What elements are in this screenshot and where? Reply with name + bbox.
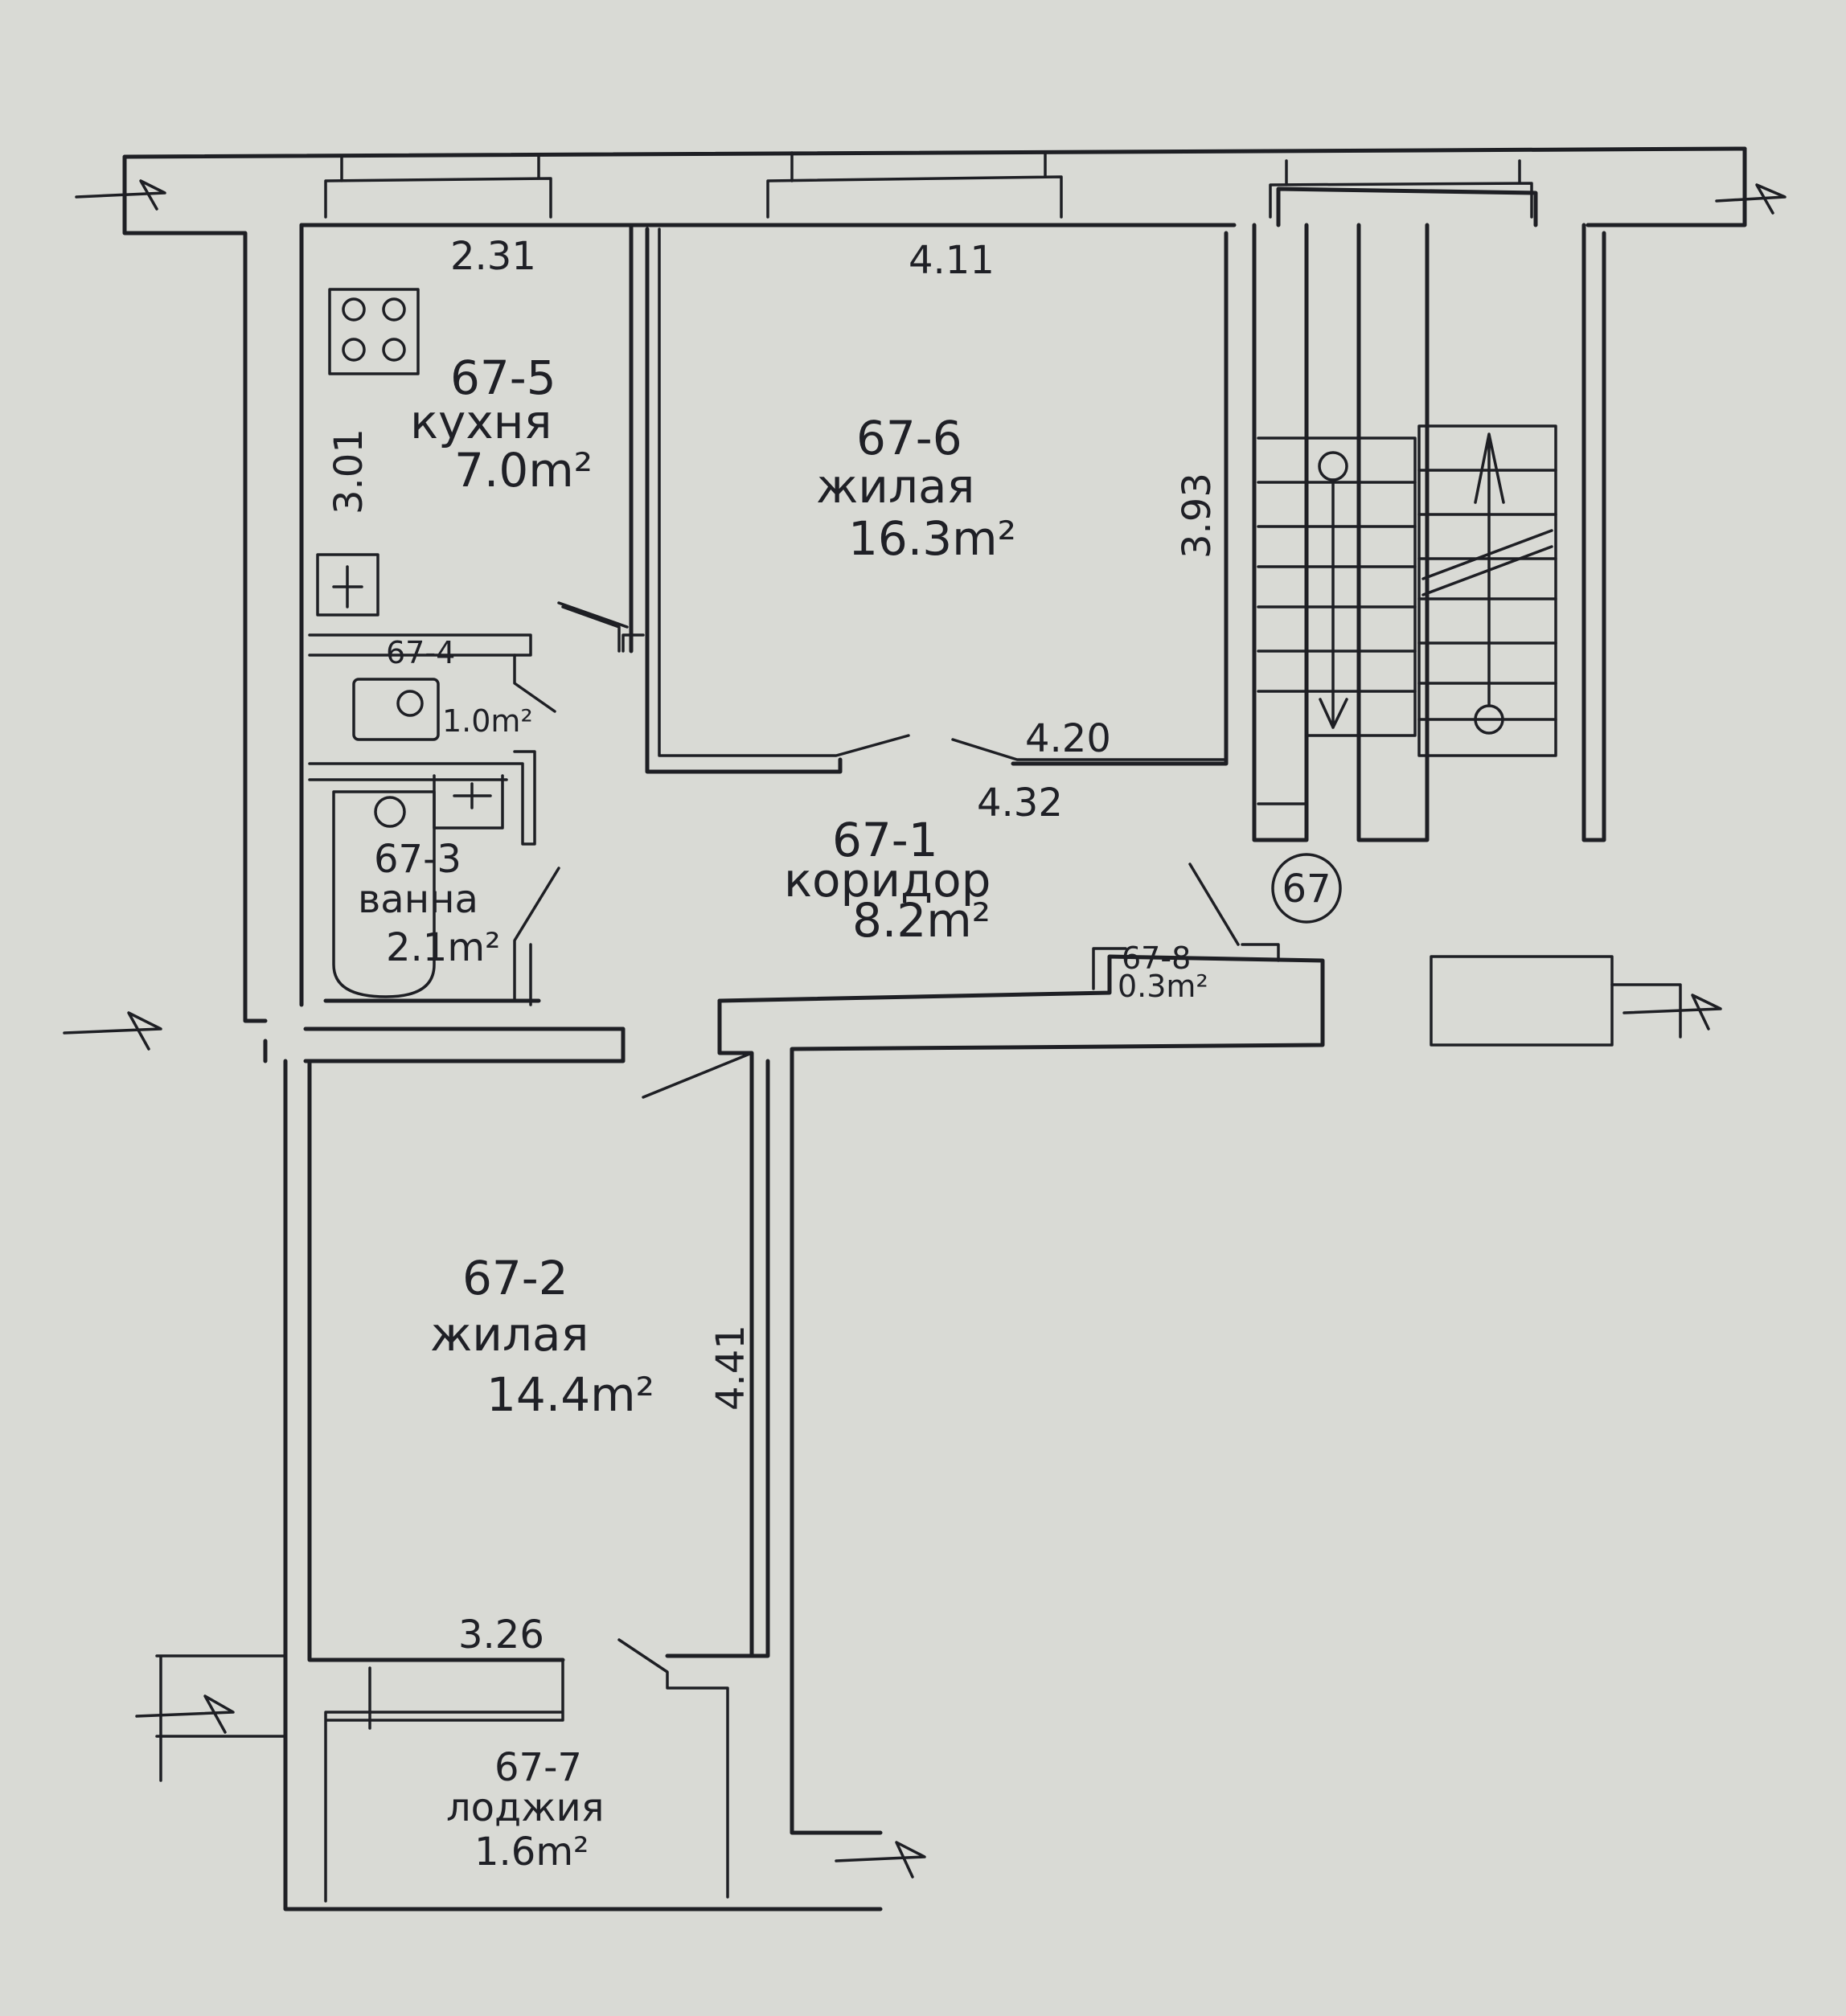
dim-bedroom-depth: 4.41	[708, 1325, 753, 1411]
dim-kitchen-width: 2.31	[450, 234, 536, 279]
staircase	[1257, 424, 1682, 1047]
outer-wall-top	[122, 146, 1747, 1023]
room-area-living: 16.3m²	[848, 511, 1016, 566]
room-id-toilet: 67-4	[386, 635, 455, 670]
dim-corridor-length: 4.32	[977, 781, 1063, 826]
room-name-loggia: лоджия	[446, 1785, 605, 1830]
room-id-bedroom: 67-2	[462, 1251, 568, 1305]
room-name-bath: ванна	[358, 877, 478, 922]
room-area-bath: 2.1m²	[386, 925, 500, 970]
room-id-loggia: 67-7	[494, 1745, 582, 1790]
apartment-number: 67	[1282, 867, 1331, 912]
kitchen-room	[299, 223, 634, 1007]
room-area-kitchen: 7.0m²	[454, 443, 593, 498]
room-name-living: жилая	[816, 459, 974, 514]
room-name-kitchen: кухня	[410, 395, 552, 449]
apartment-number-circle	[1271, 853, 1342, 924]
bedroom-room	[155, 1059, 883, 1912]
room-area-toilet: 1.0m²	[442, 703, 533, 739]
room-id-living: 67-6	[856, 411, 962, 465]
room-id-bath: 67-3	[374, 837, 462, 882]
room-area-bedroom: 14.4m²	[486, 1367, 654, 1422]
room-id-kitchen: 67-5	[450, 350, 556, 405]
dim-bedroom-width: 3.26	[458, 1612, 544, 1657]
dim-living-depth: 3.93	[1175, 473, 1220, 559]
windows-top	[324, 151, 1533, 219]
room-area-closet: 0.3m²	[1118, 969, 1208, 1004]
bathroom-rooms	[308, 654, 560, 1006]
dim-kitchen-depth: 3.01	[326, 428, 371, 514]
break-marks	[63, 179, 1787, 1879]
dim-living-bottom: 4.20	[1025, 716, 1111, 761]
corridor	[263, 863, 1325, 1835]
room-area-corridor: 8.2m²	[852, 893, 991, 948]
room-area-loggia: 1.6m²	[474, 1830, 589, 1875]
labels: 2.31 4.11 3.01 3.93 4.20 4.32 4.41 3.26 …	[326, 234, 1342, 1875]
room-name-bedroom: жилая	[430, 1307, 589, 1362]
dim-living-width: 4.11	[909, 238, 995, 283]
room-id-corridor: 67-1	[832, 813, 938, 867]
room-id-closet: 67-8	[1122, 940, 1191, 976]
living-room-top	[557, 227, 1229, 774]
room-name-corridor: коридор	[784, 853, 991, 908]
